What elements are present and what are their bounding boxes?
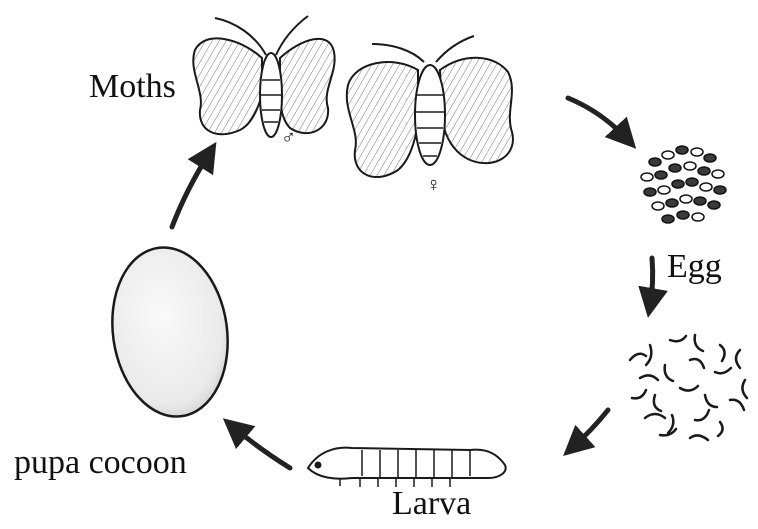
arrow-cocoon-to-moths [172,152,210,227]
female-symbol: ♀ [426,175,441,195]
label-larva: Larva [392,487,471,521]
label-moths: Moths [89,70,176,104]
arrow-moths-to-egg [568,98,628,140]
arrow-young-larvae-to-larva [572,410,608,448]
larva [308,448,506,487]
young-larvae-cluster [630,335,747,440]
male-moth [193,16,334,137]
egg-cluster [641,146,726,223]
female-moth [347,36,513,177]
arrow-larva-to-cocoon [232,426,290,468]
label-pupa-cocoon: pupa cocoon [14,446,187,480]
label-egg: Egg [667,250,722,284]
male-symbol: ♂ [281,128,296,148]
arrow-egg-to-young-larvae [650,258,653,306]
pupa-cocoon [102,240,239,424]
cycle-arrows [172,98,653,468]
